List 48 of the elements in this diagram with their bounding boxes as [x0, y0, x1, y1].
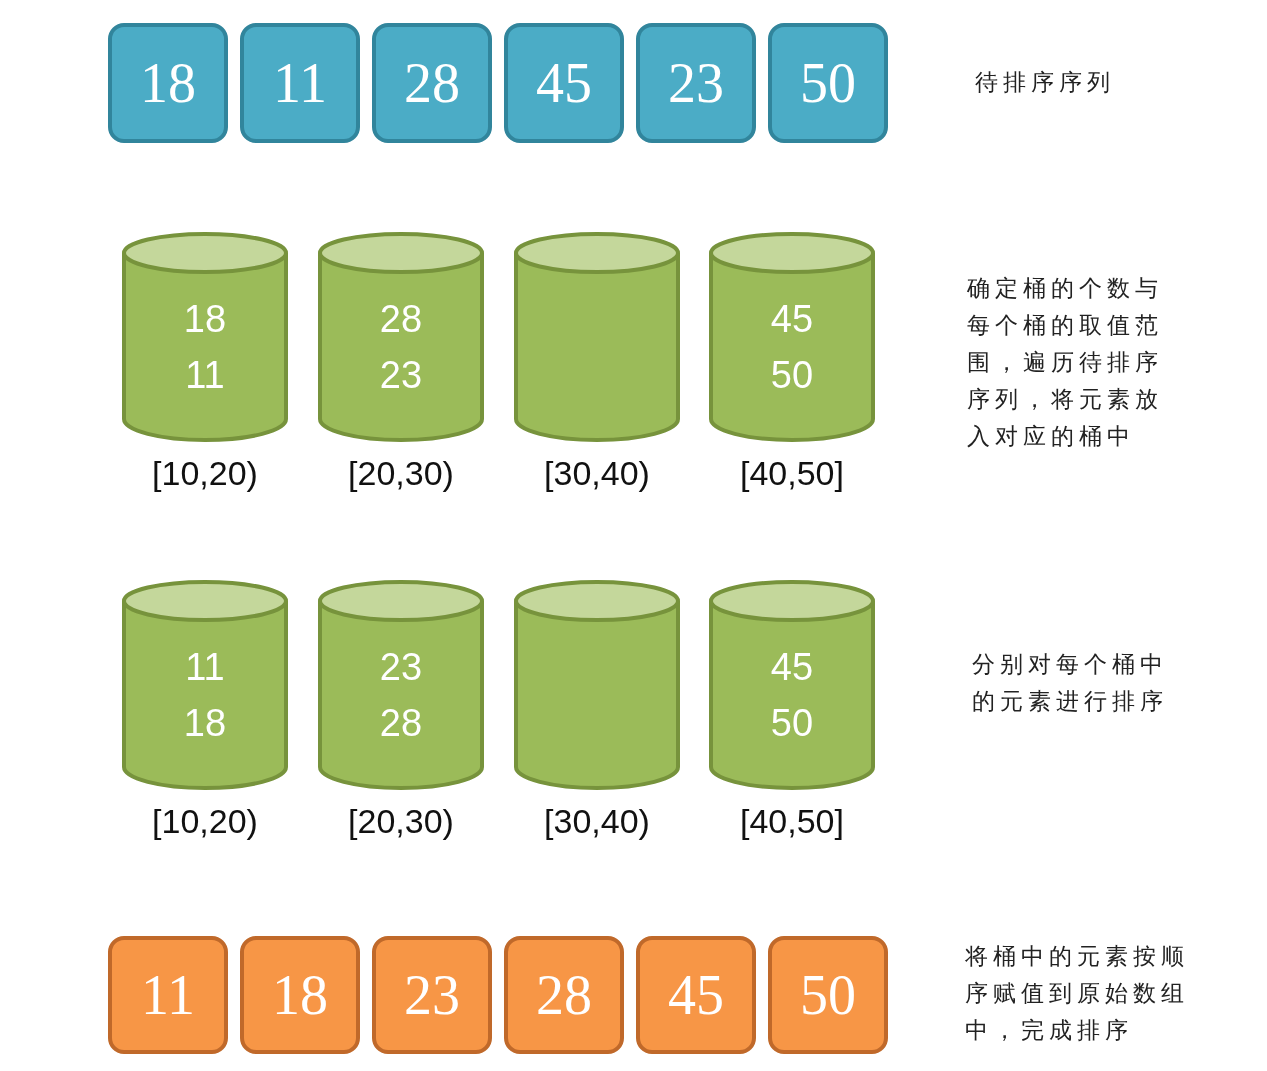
number-text: 45 [668, 963, 724, 1027]
number-text: 50 [800, 51, 856, 115]
bucket-value: 23 [378, 645, 424, 689]
bucket-value: 28 [378, 701, 424, 745]
number-box [372, 936, 492, 1054]
number-text: 18 [140, 51, 196, 115]
bucket-value: 28 [378, 297, 424, 341]
number-box [108, 23, 228, 143]
number-text: 23 [404, 963, 460, 1027]
range-label: [10,20) [151, 454, 259, 493]
number-text: 28 [404, 51, 460, 115]
number-box [372, 23, 492, 143]
number-text: 11 [273, 51, 327, 115]
bucket-value: 45 [769, 297, 815, 341]
number-box [240, 23, 360, 143]
bucket-value: 11 [184, 353, 226, 397]
number-box [768, 936, 888, 1054]
bucket-value: 23 [378, 353, 424, 397]
step-description: 确定桶的个数与每个桶的取值范围，遍历待排序序列，将元素放入对应的桶中 [967, 274, 1164, 451]
range-label: [30,40) [543, 454, 651, 493]
number-box [768, 23, 888, 143]
range-label: [20,30) [347, 802, 455, 841]
number-box [504, 23, 624, 143]
range-label: [30,40) [543, 802, 651, 841]
bucket-value: 50 [769, 701, 815, 745]
number-text: 45 [536, 51, 592, 115]
number-text: 28 [536, 963, 592, 1027]
bucket-value: 50 [769, 353, 815, 397]
number-text: 11 [141, 963, 195, 1027]
number-text: 18 [272, 963, 328, 1027]
bucket-value: 18 [182, 297, 228, 341]
number-box [504, 936, 624, 1054]
number-box [636, 936, 756, 1054]
number-box [240, 936, 360, 1054]
step-description: 待排序序列 [975, 68, 1116, 97]
number-text: 23 [668, 51, 724, 115]
range-label: [10,20) [151, 802, 259, 841]
step-description: 将桶中的元素按顺序赋值到原始数组中，完成排序 [965, 942, 1190, 1045]
bucket-value: 18 [182, 701, 228, 745]
step-description: 分别对每个桶中的元素进行排序 [972, 650, 1169, 716]
range-label: [40,50] [739, 454, 845, 493]
number-box [108, 936, 228, 1054]
bucket-value: 45 [769, 645, 815, 689]
range-label: [40,50] [739, 802, 845, 841]
number-text: 50 [800, 963, 856, 1027]
range-label: [20,30) [347, 454, 455, 493]
bucket-value: 11 [184, 645, 226, 689]
number-box [636, 23, 756, 143]
